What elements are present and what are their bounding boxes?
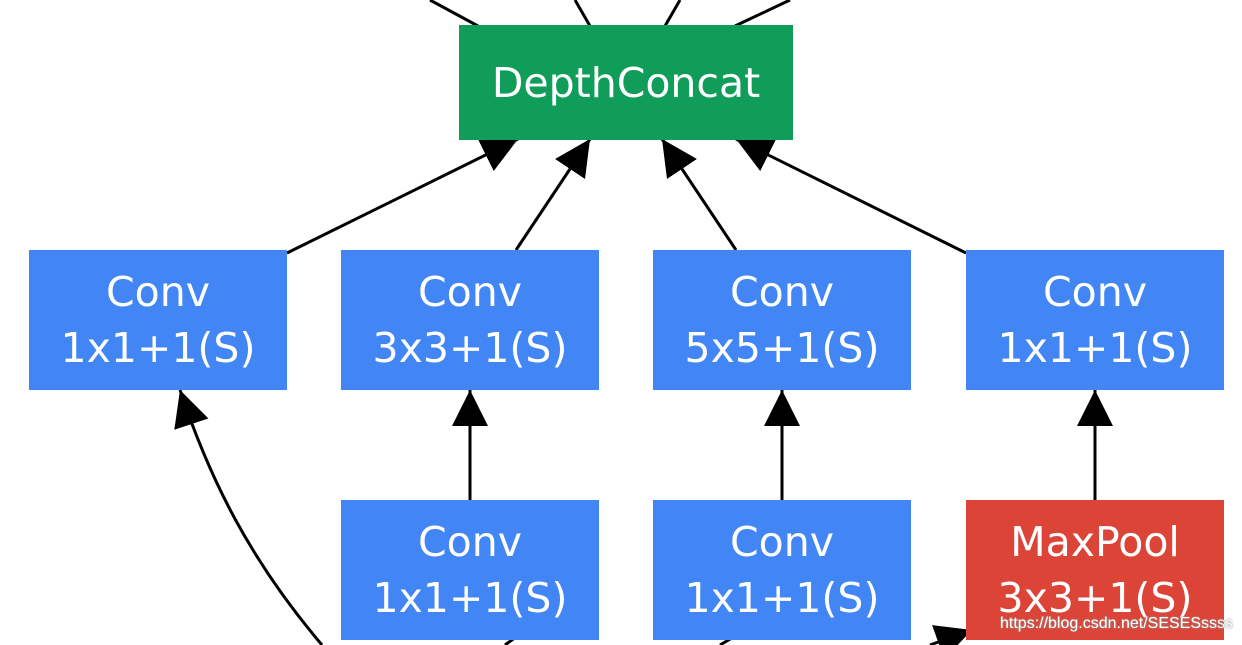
conv-5x5-node-title: Conv xyxy=(730,268,834,316)
edge-conv-3x3-to-depthconcat xyxy=(514,138,592,251)
maxpool-node-title: MaxPool xyxy=(1010,518,1180,566)
edge-upstream-4 xyxy=(734,0,791,28)
conv-5x5-node-params: 5x5+1(S) xyxy=(684,324,880,372)
conv-5x5-node: Conv 5x5+1(S) xyxy=(653,250,911,390)
depthconcat-node: DepthConcat xyxy=(459,25,793,140)
depthconcat-label: DepthConcat xyxy=(491,58,761,107)
edge-conv-5x5-to-depthconcat xyxy=(660,138,738,251)
watermark: https://blog.csdn.net/SESESssss xyxy=(1000,615,1234,632)
conv-3x3-node: Conv 3x3+1(S) xyxy=(341,250,599,390)
conv-1x1-reduce-5x5-node: Conv 1x1+1(S) xyxy=(653,500,911,640)
conv-1x1-node-right-title: Conv xyxy=(1043,268,1147,316)
conv-1x1-reduce-3x3-node-params: 1x1+1(S) xyxy=(372,574,568,622)
edge-upstream-1 xyxy=(429,0,479,28)
edge-upstream-3 xyxy=(663,0,682,27)
conv-1x1-node-left-title: Conv xyxy=(106,268,210,316)
edge-previous-to-maxpool xyxy=(929,625,973,645)
conv-3x3-node-params: 3x3+1(S) xyxy=(372,324,568,372)
edge-previous-to-conv-1x1-a xyxy=(174,389,324,645)
edge-upstream-2 xyxy=(573,0,592,27)
conv-1x1-reduce-5x5-node-title: Conv xyxy=(730,518,834,566)
conv-1x1-node-left: Conv 1x1+1(S) xyxy=(29,250,287,390)
conv-1x1-node-right: Conv 1x1+1(S) xyxy=(966,250,1224,390)
maxpool-node-params: 3x3+1(S) xyxy=(997,574,1193,622)
conv-3x3-node-title: Conv xyxy=(418,268,522,316)
edge-conv-1x1-a-to-depthconcat xyxy=(286,137,519,255)
edge-conv-1x1-b-to-depthconcat xyxy=(735,137,967,255)
conv-1x1-reduce-3x3-node: Conv 1x1+1(S) xyxy=(341,500,599,640)
conv-1x1-reduce-3x3-node-title: Conv xyxy=(418,518,522,566)
maxpool-node: MaxPool 3x3+1(S) xyxy=(966,500,1224,640)
conv-1x1-node-right-params: 1x1+1(S) xyxy=(997,324,1193,372)
conv-1x1-reduce-5x5-node-params: 1x1+1(S) xyxy=(684,574,880,622)
conv-1x1-node-left-params: 1x1+1(S) xyxy=(60,324,256,372)
